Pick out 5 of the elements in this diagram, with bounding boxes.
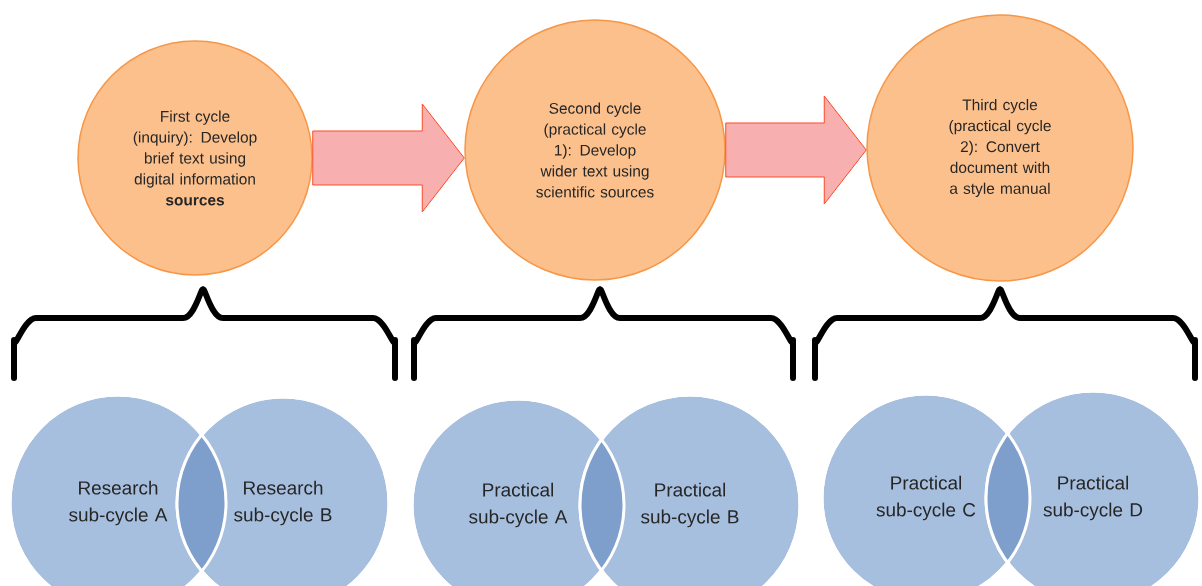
block-arrow — [312, 103, 465, 213]
node-label: Practical sub-cycle D — [1043, 475, 1143, 521]
node-label: Practical sub-cycle B — [641, 482, 739, 528]
node-label: Research sub-cycle B — [234, 480, 332, 526]
block-arrow — [725, 95, 867, 205]
